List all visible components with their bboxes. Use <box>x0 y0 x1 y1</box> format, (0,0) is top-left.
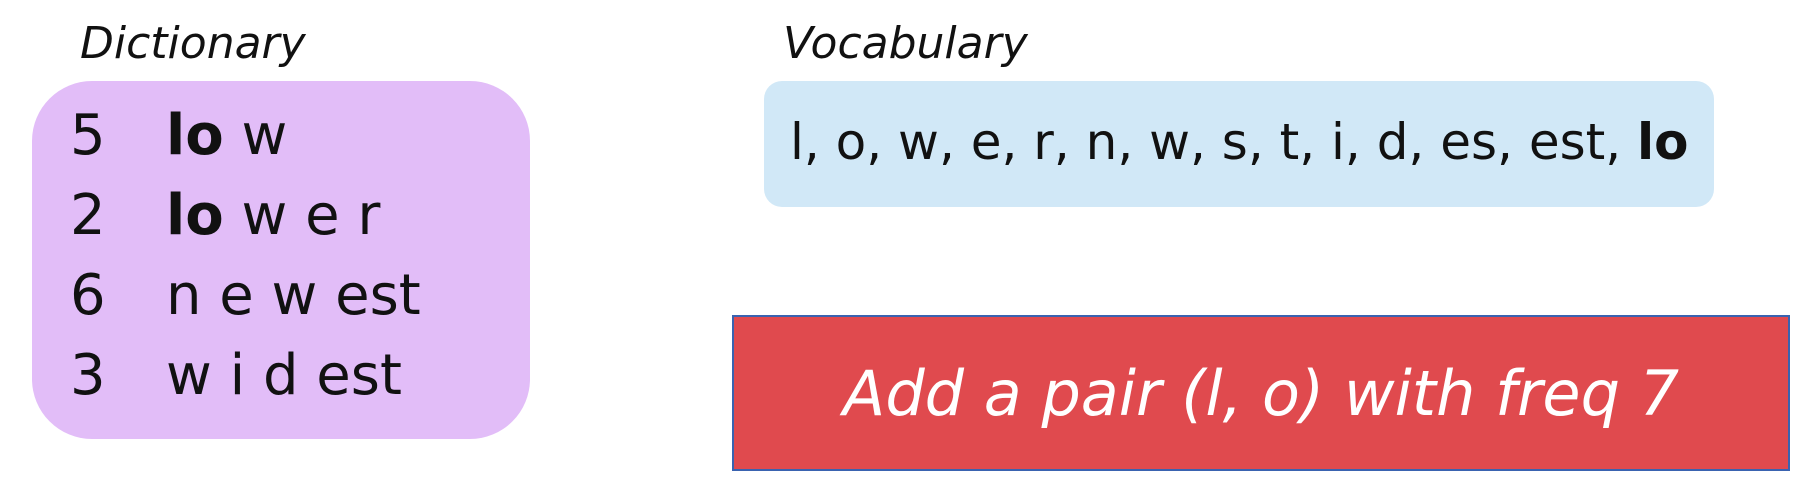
merged-token: lo <box>166 183 224 248</box>
remaining-tokens: w i d est <box>166 343 402 408</box>
remaining-tokens: n e w est <box>166 263 421 328</box>
dictionary-box: 5 lo w 2 lo w e r 6 n e w est 3 w i d est <box>32 81 530 439</box>
dictionary-word: w i d est <box>166 343 416 408</box>
dictionary-frequency: 3 <box>70 343 106 408</box>
merged-token: lo <box>166 103 224 168</box>
vocabulary-tokens: l, o, w, e, r, n, w, s, t, i, d, es, est… <box>790 109 1689 175</box>
remaining-tokens: w e r <box>241 183 381 248</box>
dictionary-heading: Dictionary <box>80 18 306 69</box>
dictionary-row: 2 lo w e r <box>70 183 394 249</box>
vocabulary-token-list: l, o, w, e, r, n, w, s, t, i, d, es, est… <box>790 113 1622 171</box>
vocabulary-box: l, o, w, e, r, n, w, s, t, i, d, es, est… <box>764 81 1714 207</box>
vocabulary-new-token: lo <box>1637 113 1689 171</box>
vocabulary-heading: Vocabulary <box>783 18 1028 69</box>
dictionary-word: lo w e r <box>166 183 394 248</box>
dictionary-word: n e w est <box>166 263 435 328</box>
dictionary-word: lo w <box>166 103 301 168</box>
dictionary-row: 6 n e w est <box>70 263 435 329</box>
dictionary-row: 3 w i d est <box>70 343 416 409</box>
merge-note-box: Add a pair (l, o) with freq 7 <box>732 315 1790 471</box>
dictionary-frequency: 5 <box>70 103 106 168</box>
dictionary-row: 5 lo w <box>70 103 301 169</box>
remaining-tokens: w <box>241 103 288 168</box>
merge-note-text: Add a pair (l, o) with freq 7 <box>842 357 1680 430</box>
dictionary-frequency: 2 <box>70 183 106 248</box>
dictionary-frequency: 6 <box>70 263 106 328</box>
